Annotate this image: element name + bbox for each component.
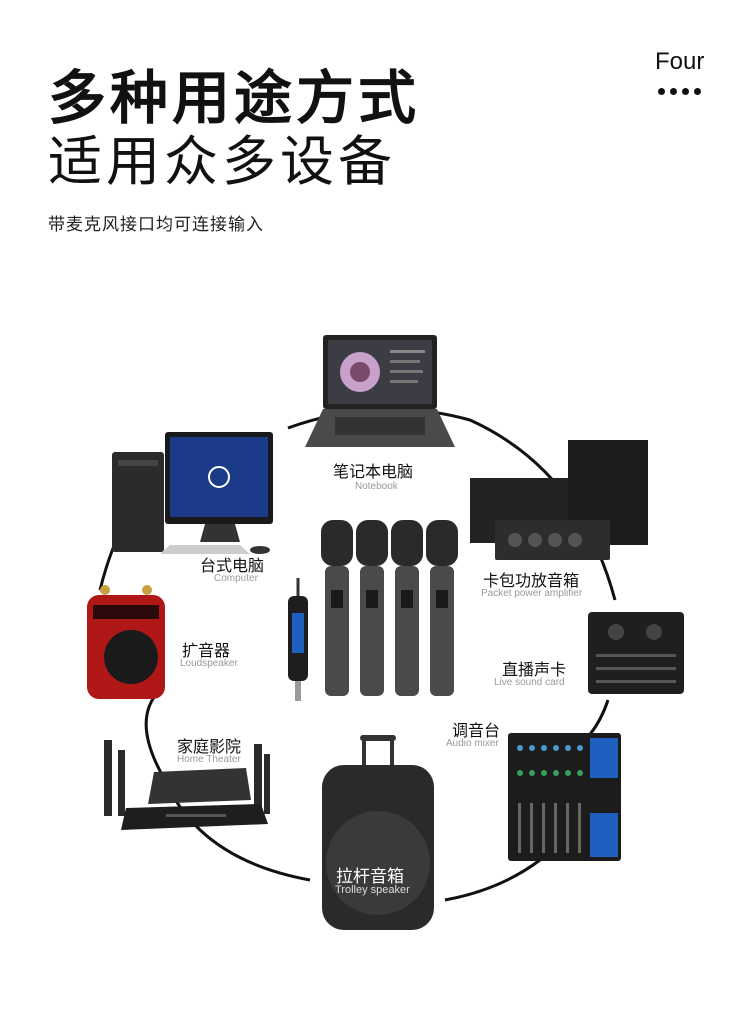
loudspeaker-label: 扩音器 [182,641,231,660]
home-theater-image [96,738,276,838]
soundcard-label-en: Live sound card [494,677,565,688]
computer-label-en: Computer [214,573,258,584]
soundcard-image [588,612,686,697]
loudspeaker-label-en: Loudspeaker [180,658,238,669]
section-badge: Four [655,48,705,75]
page-subtitle-large: 适用众多设备 [48,130,396,193]
notebook-image [305,335,455,450]
page-caption: 带麦克风接口均可连接输入 [48,215,264,235]
home-theater-label: 家庭影院 [177,737,242,756]
microphones-image [285,518,465,708]
mixer-label: 调音台 [452,721,501,740]
mixer-label-en: Audio mixer [446,738,499,749]
loudspeaker-image [85,585,167,700]
trolley-label: 拉杆音箱 [336,867,404,887]
page-title: 多种用途方式 [48,64,421,132]
computer-image [110,430,275,555]
dots-decoration [658,80,708,95]
trolley-speaker-image [318,733,436,933]
notebook-label: 笔记本电脑 [333,462,414,481]
computer-label: 台式电脑 [200,556,265,575]
amplifier-label: 卡包功放音箱 [483,571,580,590]
notebook-label-en: Notebook [355,481,398,492]
home-theater-label-en: Home Theater [177,754,241,765]
trolley-label-en: Trolley speaker [335,884,410,896]
amplifier-label-en: Packet power amplifier [481,588,583,599]
mixer-image [508,733,623,863]
soundcard-label: 直播声卡 [502,660,567,679]
amplifier-image [470,440,650,562]
